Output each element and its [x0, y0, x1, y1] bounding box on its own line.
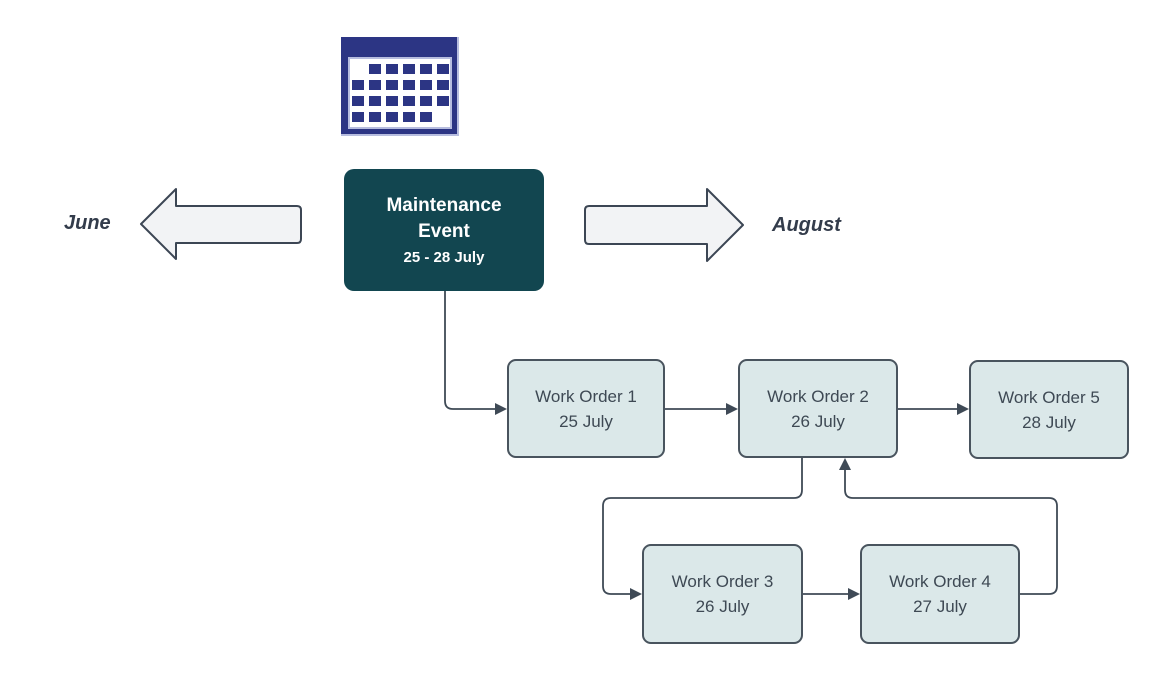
august-arrow: [584, 188, 744, 262]
connector-wo2-to-wo5: [898, 403, 969, 415]
calendar-day-cell: [402, 80, 415, 90]
calendar-day-cell: [368, 96, 381, 106]
connector-wo1-to-wo2: [665, 403, 738, 415]
connector-event-to-wo1: [444, 291, 507, 415]
arrowhead: [726, 403, 738, 415]
connector-wo4-to-wo2: [839, 458, 1058, 595]
label-august: August: [772, 214, 841, 236]
calendar-day-cell: [368, 64, 381, 74]
calendar-day-cell: [436, 80, 449, 90]
calendar-day-cell: [402, 64, 415, 74]
calendar-day-cell: [436, 96, 449, 106]
arrowhead: [957, 403, 969, 415]
connector-wo2-to-wo3: [602, 458, 803, 600]
calendar-body: [348, 57, 452, 129]
work-order-1-box: Work Order 1 25 July: [507, 359, 665, 458]
calendar-day-cell: [437, 112, 449, 122]
calendar-day-cell: [385, 96, 398, 106]
calendar-day-cell: [436, 64, 449, 74]
june-arrow: [140, 188, 302, 260]
work-order-title: Work Order 3: [671, 572, 774, 591]
event-dates: 25 - 28 July: [403, 248, 485, 266]
calendar-day-cell: [368, 112, 381, 122]
work-order-date: 25 July: [559, 411, 613, 431]
work-order-date: 28 July: [1022, 412, 1076, 432]
arrowhead: [630, 588, 642, 600]
calendar-day-cell: [402, 112, 415, 122]
work-order-5-box: Work Order 5 28 July: [969, 360, 1129, 459]
work-order-title: Work Order 2: [767, 386, 869, 406]
connector-wo3-to-wo4: [803, 588, 860, 600]
calendar-icon: [341, 37, 459, 136]
work-order-title: Work Order 4: [889, 572, 991, 591]
calendar-day-cell: [351, 112, 364, 122]
calendar-day-cell: [419, 64, 432, 74]
arrowhead: [839, 458, 851, 470]
calendar-day-cell: [419, 96, 432, 106]
calendar-day-cell: [385, 80, 398, 90]
work-order-3-box: Work Order 3 26 July: [642, 544, 803, 644]
calendar-day-cell: [385, 64, 398, 74]
arrowhead: [848, 588, 860, 600]
work-order-title: Work Order 5: [998, 387, 1100, 407]
calendar-day-cell: [419, 112, 432, 122]
work-order-date: 26 July: [791, 411, 845, 431]
calendar-day-cell: [419, 80, 432, 90]
work-order-date: 26 July: [695, 597, 750, 616]
work-order-4-box: Work Order 4 27 July: [860, 544, 1020, 644]
event-title: Maintenance Event: [386, 194, 502, 242]
maintenance-event-box: Maintenance Event 25 - 28 July: [344, 169, 544, 291]
calendar-day-cell: [351, 96, 364, 106]
calendar-day-cell: [351, 80, 364, 90]
calendar-day-cell: [385, 112, 398, 122]
work-order-date: 27 July: [913, 597, 967, 616]
work-order-title: Work Order 1: [535, 386, 637, 406]
calendar-day-cell: [352, 64, 364, 74]
calendar-day-cell: [368, 80, 381, 90]
label-june: June: [64, 212, 111, 234]
arrowhead: [495, 403, 507, 415]
calendar-grid: [351, 64, 449, 122]
work-order-2-box: Work Order 2 26 July: [738, 359, 898, 458]
calendar-day-cell: [402, 96, 415, 106]
